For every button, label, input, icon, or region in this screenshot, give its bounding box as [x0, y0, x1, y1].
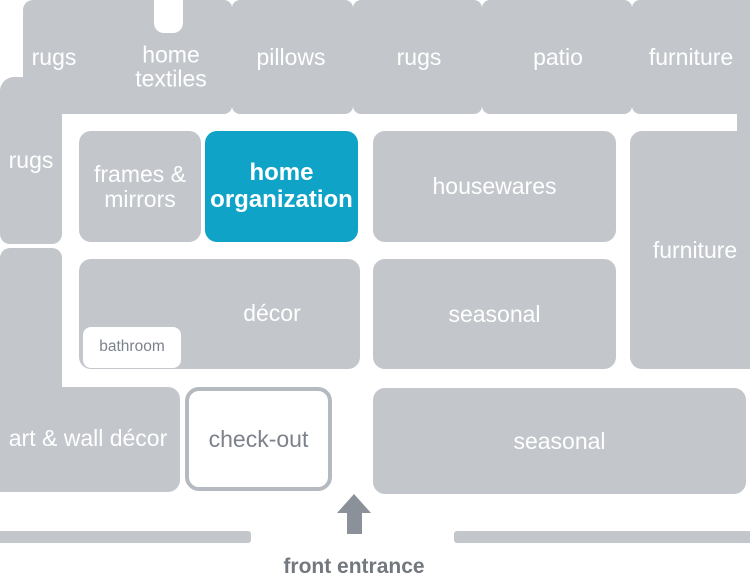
dept-housewares[interactable]: housewares: [373, 131, 616, 242]
label-top-home-textiles: home textiles: [135, 41, 207, 92]
dept-seasonal-bottom[interactable]: seasonal: [373, 388, 746, 494]
front-entrance-label: front entrance: [283, 554, 425, 578]
label-top-rugs: rugs: [31, 43, 77, 70]
label-top-rugs-2: rugs: [396, 43, 442, 70]
dept-label: seasonal: [513, 427, 606, 454]
top-wall-segment-3: [353, 0, 482, 114]
bathroom-label: bathroom: [99, 338, 165, 356]
front-entrance-arrow-icon: [337, 494, 371, 513]
top-wall-segment-2: [232, 0, 353, 114]
dept-frames-mirrors[interactable]: frames & mirrors: [79, 131, 201, 242]
label-top-patio: patio: [533, 43, 583, 70]
label-top-furniture: furniture: [648, 43, 734, 70]
top-wall-segment-4: [482, 0, 632, 114]
dept-label: seasonal: [448, 300, 541, 327]
dept-label: décor: [243, 299, 301, 326]
dept-label: home organization: [210, 158, 353, 213]
dept-label: art & wall décor: [8, 424, 168, 451]
bathroom-box[interactable]: bathroom: [83, 327, 181, 368]
top-wall-segment-5: [632, 0, 750, 114]
dept-seasonal-middle[interactable]: seasonal: [373, 259, 616, 369]
label-top-pillows: pillows: [256, 43, 326, 70]
dept-home-organization-highlighted[interactable]: home organization: [205, 131, 358, 242]
bottom-wall-right: [454, 531, 750, 543]
dept-label: furniture: [652, 236, 738, 263]
label-left-rugs: rugs: [8, 146, 54, 173]
front-entrance-arrow-stem: [347, 512, 362, 534]
checkout-label: check-out: [208, 425, 309, 452]
checkout-box[interactable]: check-out: [185, 387, 332, 491]
dept-art-wall-decor[interactable]: [0, 387, 180, 492]
dept-label: housewares: [432, 173, 557, 200]
dept-label: frames & mirrors: [93, 161, 187, 212]
furniture-wall-connector: [737, 100, 750, 140]
top-wall-door-gap: [154, 0, 183, 33]
dept-furniture-right[interactable]: furniture: [630, 131, 750, 369]
left-wall-rugs: [0, 77, 62, 244]
bottom-wall-left: [0, 531, 251, 543]
